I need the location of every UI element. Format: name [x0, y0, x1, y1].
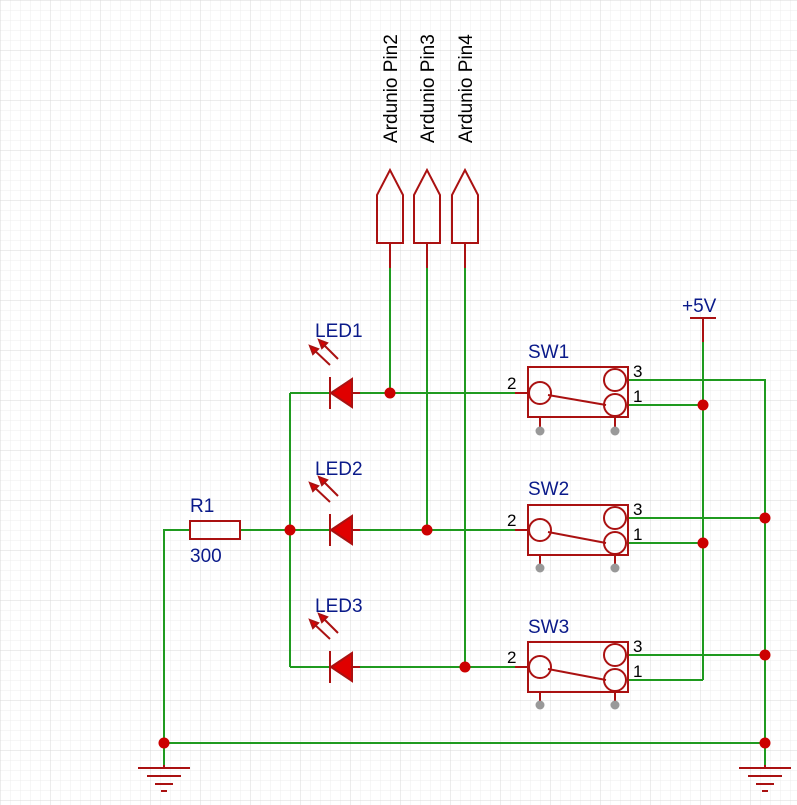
- switch-mount-hole: [610, 700, 620, 710]
- vcc-symbol[interactable]: +5V: [682, 296, 717, 342]
- r1-ref: R1: [190, 496, 214, 517]
- led-led3[interactable]: LED3: [308, 596, 363, 683]
- switch-mount-hole: [610, 426, 620, 436]
- sw3-pin-3: 3: [633, 637, 642, 656]
- switch-contact-common: [528, 381, 552, 405]
- switch-lever: [547, 394, 607, 406]
- led-emission-arrows: [308, 612, 339, 640]
- sw2-pin-1: 1: [633, 525, 642, 544]
- junction-dot: [697, 537, 709, 549]
- sw3-ref: SW3: [528, 617, 569, 638]
- ground-symbol-left[interactable]: [138, 765, 190, 792]
- sw3-pin-1: 1: [633, 662, 642, 681]
- switch-mount-hole: [535, 700, 545, 710]
- wire-sw1-pin3[interactable]: [628, 379, 766, 765]
- wires: [163, 268, 766, 765]
- net-label-pin3: Ardunio Pin3: [418, 34, 439, 143]
- connector-pin3[interactable]: Ardunio Pin3: [413, 34, 441, 268]
- sw2-pin-common: 2: [507, 511, 516, 530]
- junction-dot: [759, 512, 771, 524]
- led1-ref: LED1: [315, 321, 363, 342]
- junction-dot: [384, 387, 396, 399]
- switch-mount-hole: [535, 426, 545, 436]
- junction-dot: [697, 399, 709, 411]
- switch-contact-3: [603, 506, 627, 530]
- sw1-pin-1: 1: [633, 387, 642, 406]
- ground-symbol-right[interactable]: [739, 765, 791, 792]
- pin-connector-shape: [451, 167, 479, 244]
- junctions: [158, 387, 771, 749]
- switch-sw3[interactable]: SW3 2 3 1: [507, 617, 642, 710]
- switch-mount-hole: [535, 563, 545, 573]
- led-emission-arrows: [308, 338, 339, 366]
- sw3-pin-common: 2: [507, 648, 516, 667]
- pin-connector-shape: [413, 167, 441, 244]
- led-led1[interactable]: LED1: [308, 321, 363, 409]
- connector-pin4[interactable]: Ardunio Pin4: [451, 34, 479, 268]
- sw2-ref: SW2: [528, 479, 569, 500]
- sw2-pin-3: 3: [633, 500, 642, 519]
- junction-dot: [158, 737, 170, 749]
- switch-body: [527, 366, 629, 418]
- switch-contact-3: [603, 643, 627, 667]
- wire-r1-left[interactable]: [163, 529, 190, 743]
- switch-lever: [547, 531, 607, 544]
- switch-contact-3: [603, 368, 627, 392]
- switch-sw2[interactable]: SW2 2 3 1: [507, 479, 642, 573]
- junction-dot: [421, 524, 433, 536]
- pin-connector-shape: [376, 167, 404, 244]
- switch-contact-common: [528, 518, 552, 542]
- sw1-pin-3: 3: [633, 362, 642, 381]
- led-led2[interactable]: LED2: [308, 459, 363, 546]
- junction-dot: [759, 737, 771, 749]
- sw1-ref: SW1: [528, 342, 569, 363]
- led-emission-arrows: [308, 475, 339, 503]
- r1-value: 300: [190, 546, 222, 567]
- resistor-body: [189, 520, 241, 540]
- sw1-pin-common: 2: [507, 374, 516, 393]
- switch-lever: [547, 668, 607, 681]
- junction-dot: [759, 649, 771, 661]
- junction-dot: [459, 661, 471, 673]
- led3-ref: LED3: [315, 596, 363, 617]
- net-label-pin2: Ardunio Pin2: [381, 34, 402, 143]
- led2-ref: LED2: [315, 459, 363, 480]
- connector-pin2[interactable]: Ardunio Pin2: [376, 34, 404, 268]
- resistor-r1[interactable]: R1 300: [189, 496, 241, 567]
- vcc-label: +5V: [682, 296, 717, 317]
- net-label-pin4: Ardunio Pin4: [456, 34, 477, 143]
- switch-contact-common: [528, 655, 552, 679]
- switch-sw1[interactable]: SW1 2 3 1: [507, 342, 642, 436]
- junction-dot: [284, 524, 296, 536]
- switch-mount-hole: [610, 563, 620, 573]
